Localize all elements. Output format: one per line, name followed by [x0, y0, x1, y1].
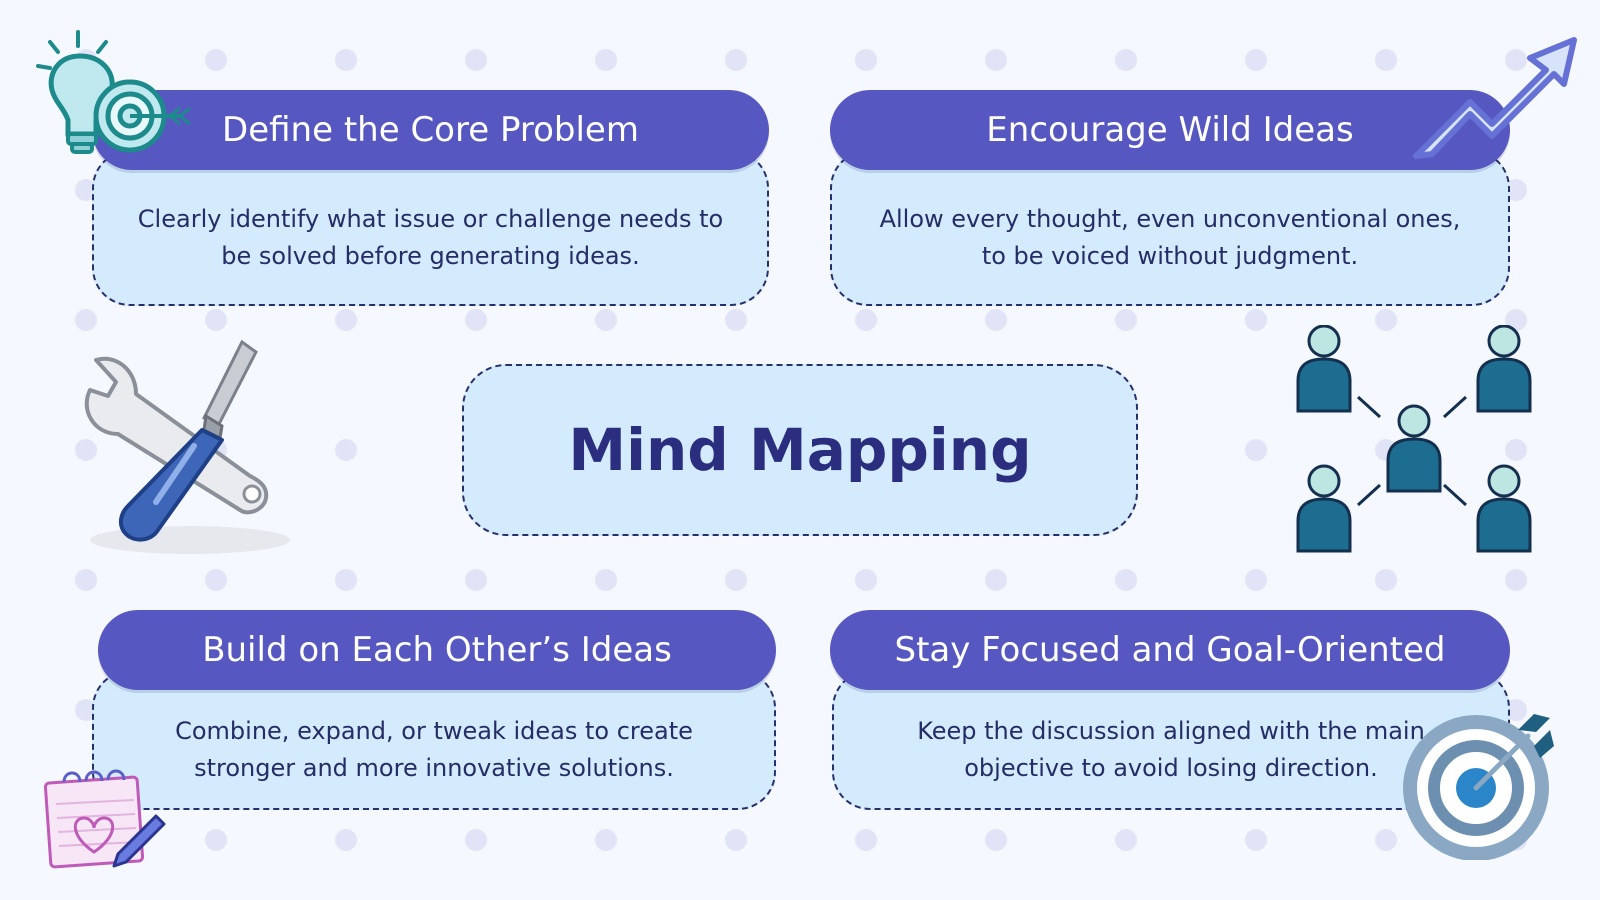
card-heading: Define the Core Problem: [92, 90, 769, 170]
background-dot: [1245, 439, 1267, 461]
card-body: Keep the discussion aligned with the mai…: [832, 670, 1510, 810]
card-heading-text: Build on Each Other’s Ideas: [202, 630, 672, 670]
background-dot: [1115, 309, 1137, 331]
background-dot: [725, 49, 747, 71]
background-dot: [595, 49, 617, 71]
people-network-icon: [1296, 325, 1532, 553]
card-heading: Build on Each Other’s Ideas: [98, 610, 776, 690]
background-dot: [595, 829, 617, 851]
card-body: Clearly identify what issue or challenge…: [92, 150, 769, 306]
background-dot: [1115, 49, 1137, 71]
background-dot: [205, 829, 227, 851]
lightbulb-target-icon: [36, 30, 191, 154]
card-description: Keep the discussion aligned with the mai…: [917, 717, 1425, 782]
card-description: Clearly identify what issue or challenge…: [137, 205, 724, 270]
background-dot: [725, 569, 747, 591]
card-heading: Stay Focused and Goal-Oriented: [830, 610, 1510, 690]
card-description: Combine, expand, or tweak ideas to creat…: [175, 717, 693, 782]
background-dot: [985, 569, 1007, 591]
background-dot: [1115, 829, 1137, 851]
background-dot: [1505, 309, 1527, 331]
background-dot: [465, 829, 487, 851]
background-dot: [1245, 829, 1267, 851]
background-dot: [75, 699, 97, 721]
background-dot: [1375, 49, 1397, 71]
card-body: Allow every thought, even unconventional…: [830, 150, 1510, 306]
background-dot: [985, 829, 1007, 851]
notepad-heart-icon: [43, 769, 166, 869]
target-arrow-icon: [1403, 714, 1554, 860]
background-dot: [1115, 569, 1137, 591]
background-dot: [1505, 699, 1527, 721]
background-dot: [465, 569, 487, 591]
card-description: Allow every thought, even unconventional…: [879, 205, 1461, 270]
background-dot: [855, 49, 877, 71]
background-dot: [1245, 49, 1267, 71]
card-heading: Encourage Wild Ideas: [830, 90, 1510, 170]
background-dot: [335, 569, 357, 591]
background-dot: [205, 49, 227, 71]
background-dot: [335, 49, 357, 71]
background-dot: [725, 829, 747, 851]
background-dot: [985, 49, 1007, 71]
background-dot: [335, 439, 357, 461]
card-body: Combine, expand, or tweak ideas to creat…: [92, 670, 776, 810]
background-dot: [465, 49, 487, 71]
background-dot: [1245, 309, 1267, 331]
background-dot: [335, 309, 357, 331]
background-dot: [205, 569, 227, 591]
background-dot: [75, 569, 97, 591]
background-dot: [335, 829, 357, 851]
central-topic: Mind Mapping: [462, 364, 1138, 536]
card-heading-text: Define the Core Problem: [222, 110, 639, 150]
card-encourage-wild-ideas: Allow every thought, even unconventional…: [830, 90, 1510, 306]
background-dot: [1505, 179, 1527, 201]
card-build-on-ideas: Combine, expand, or tweak ideas to creat…: [92, 610, 776, 810]
background-dot: [855, 829, 877, 851]
background-dot: [1375, 569, 1397, 591]
background-dot: [75, 439, 97, 461]
background-dot: [1505, 49, 1527, 71]
rising-arrow-icon: [1413, 37, 1577, 159]
background-dot: [595, 309, 617, 331]
background-dot: [75, 179, 97, 201]
background-dot: [465, 309, 487, 331]
background-dot: [205, 309, 227, 331]
background-dot: [855, 309, 877, 331]
background-dot: [1505, 439, 1527, 461]
page-title: Mind Mapping: [568, 416, 1032, 484]
wrench-screwdriver-icon: [84, 339, 290, 554]
background-dot: [1245, 569, 1267, 591]
card-heading-text: Stay Focused and Goal-Oriented: [894, 630, 1446, 670]
background-dot: [1505, 569, 1527, 591]
background-dot: [1375, 829, 1397, 851]
card-stay-focused: Keep the discussion aligned with the mai…: [830, 610, 1510, 810]
background-dot: [725, 309, 747, 331]
background-dot: [1375, 309, 1397, 331]
background-dot: [855, 569, 877, 591]
card-heading-text: Encourage Wild Ideas: [986, 110, 1354, 150]
card-define-core-problem: Clearly identify what issue or challenge…: [92, 90, 769, 306]
background-dot: [595, 569, 617, 591]
background-dot: [985, 309, 1007, 331]
background-dot: [75, 309, 97, 331]
